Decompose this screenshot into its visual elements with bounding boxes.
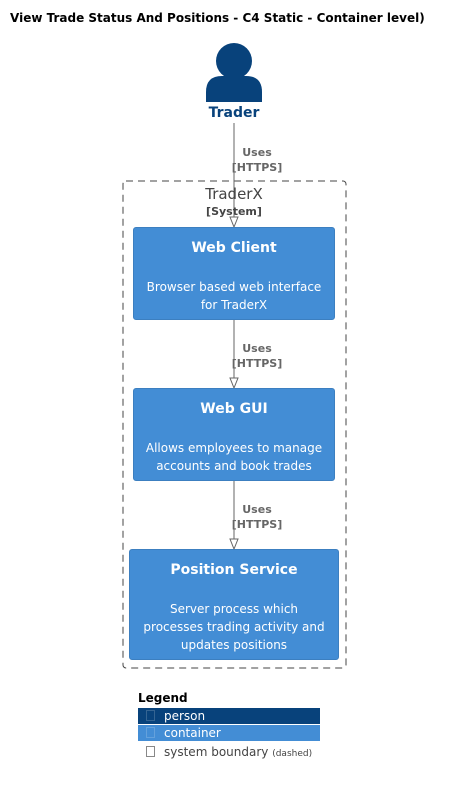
edge-label-text: Uses (242, 342, 272, 355)
edge-label: Uses [HTTPS] (227, 145, 287, 175)
edge-webgui-positionservice (229, 481, 239, 551)
person-icon (206, 43, 262, 102)
description-line: updates positions (180, 638, 288, 652)
container-name: Web Client (191, 240, 277, 256)
description-line: accounts and book trades (156, 459, 312, 473)
legend-swatch-icon (146, 710, 155, 721)
container-web-client[interactable]: Web Client Browser based web interface f… (133, 227, 335, 320)
container-position-service[interactable]: Position Service Server process which pr… (129, 549, 339, 660)
container-description: Browser based web interface for TraderX (142, 278, 326, 314)
container-name: Position Service (170, 562, 298, 578)
edge-webclient-webgui (229, 320, 239, 390)
legend-swatch-icon (146, 727, 155, 738)
edge-label-technology: [HTTPS] (231, 357, 283, 370)
edge-label-text: Uses (242, 503, 272, 516)
description-line: for TraderX (200, 298, 268, 312)
legend-item-person: person (138, 708, 320, 724)
legend-item-label: container (164, 726, 221, 740)
legend-swatch-icon (146, 746, 155, 757)
legend-item-system-boundary: system boundary (dashed) (138, 744, 320, 760)
legend-item-note: (dashed) (272, 749, 313, 759)
legend-title: Legend (138, 691, 188, 705)
person-label-trader: Trader (208, 105, 260, 121)
legend-item-label: person (164, 709, 206, 723)
description-line: Browser based web interface (146, 280, 322, 294)
legend-item-container: container (138, 725, 320, 741)
boundary-title: TraderX (205, 185, 263, 203)
description-line: processes trading activity and (143, 620, 325, 634)
edge-label-technology: [HTTPS] (231, 161, 283, 174)
boundary-type: [System] (206, 205, 262, 218)
edge-label: Uses [HTTPS] (227, 502, 287, 532)
edge-label-technology: [HTTPS] (231, 518, 283, 531)
description-line: Allows employees to manage (145, 441, 323, 455)
diagram-title: View Trade Status And Positions - C4 Sta… (10, 11, 425, 25)
description-line: Server process which (169, 602, 299, 616)
container-name: Web GUI (200, 401, 268, 417)
container-description: Allows employees to manage accounts and … (142, 439, 326, 475)
container-web-gui[interactable]: Web GUI Allows employees to manage accou… (133, 388, 335, 481)
edge-label-text: Uses (242, 146, 272, 159)
container-description: Server process which processes trading a… (138, 600, 330, 654)
legend-item-label: system boundary (164, 745, 269, 759)
edge-trader-webclient (229, 123, 239, 229)
edge-label: Uses [HTTPS] (227, 341, 287, 371)
